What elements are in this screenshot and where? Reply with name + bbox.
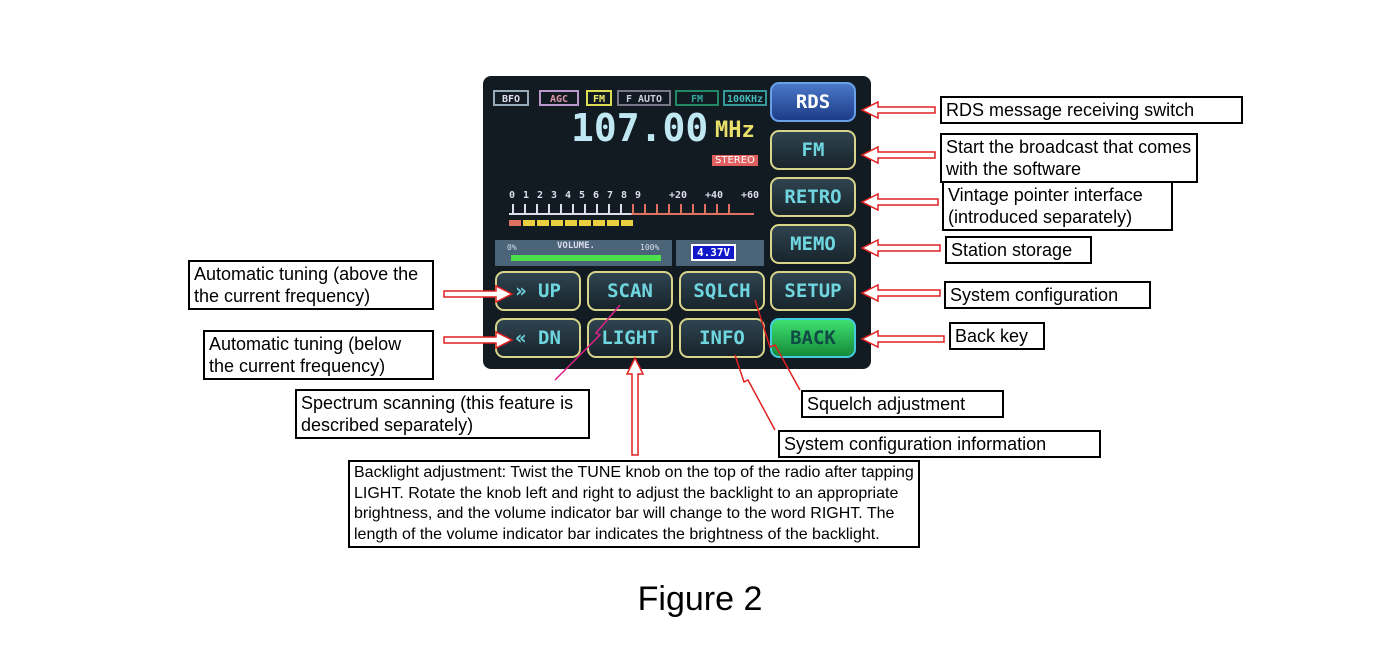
volume-panel: 0% VOLUME. 100% [495, 240, 672, 266]
signal-segment [593, 220, 605, 226]
arrow-rds [860, 100, 936, 120]
scale-tick [536, 204, 538, 214]
scale-label: 7 [607, 190, 614, 201]
signal-segment [579, 220, 591, 226]
scale-label: 0 [509, 190, 516, 201]
scale-tick [560, 204, 562, 214]
memo-button[interactable]: MEMO [770, 224, 856, 264]
scale-label: 4 [565, 190, 572, 201]
scale-label: 5 [579, 190, 586, 201]
step-indicator: 100KHz [723, 90, 767, 106]
annotation-retro: Vintage pointer interface (introduced se… [942, 181, 1173, 231]
annotation-back: Back key [949, 322, 1045, 350]
annotation-sqlch: Squelch adjustment [801, 390, 1004, 418]
annotation-up: Automatic tuning (above the the current … [188, 260, 434, 310]
scale-label: 8 [621, 190, 628, 201]
scale-tick [680, 204, 682, 214]
scale-label: 6 [593, 190, 600, 201]
figure-caption: Figure 2 [637, 580, 763, 618]
dn-button[interactable]: « DN [495, 318, 581, 358]
scale-label: 1 [523, 190, 530, 201]
scale-label: 9 [635, 190, 642, 201]
scale-tick [716, 204, 718, 214]
annotation-dn: Automatic tuning (below the current freq… [203, 330, 434, 380]
scale-baseline [509, 213, 754, 215]
scale-tick [668, 204, 670, 214]
light-button[interactable]: LIGHT [587, 318, 673, 358]
retro-button[interactable]: RETRO [770, 177, 856, 217]
scale-tick [692, 204, 694, 214]
scale-tick [548, 204, 550, 214]
signal-segment [565, 220, 577, 226]
signal-segment [607, 220, 619, 226]
radio-screen: BFO AGC FM F AUTO FM 100KHz 107.00 MHz S… [483, 76, 871, 369]
agc-indicator: AGC [539, 90, 579, 106]
sqlch-button[interactable]: SQLCH [679, 271, 765, 311]
scale-label: +20 [669, 190, 688, 201]
arrow-fm [860, 145, 936, 165]
frequency-display: 107.00 [571, 106, 709, 150]
volume-max: 100% [640, 243, 660, 252]
scale-tick [644, 204, 646, 214]
scale-label: 2 [537, 190, 544, 201]
volume-bar[interactable] [511, 255, 661, 261]
scale-label: +40 [705, 190, 724, 201]
frequency-unit: MHz [715, 118, 755, 143]
up-button[interactable]: » UP [495, 271, 581, 311]
signal-segment [621, 220, 633, 226]
scale-tick [524, 204, 526, 214]
bfo-indicator: BFO [493, 90, 529, 106]
scale-tick [632, 204, 634, 214]
annotation-fm: Start the broadcast that comes with the … [940, 133, 1198, 183]
annotation-info: System configuration information [778, 430, 1101, 458]
chevrons-left-icon: « [515, 327, 538, 349]
rds-button[interactable]: RDS [770, 82, 856, 122]
battery-voltage: 4.37V [691, 244, 737, 261]
scale-tick [704, 204, 706, 214]
scale-tick [596, 204, 598, 214]
scan-button[interactable]: SCAN [587, 271, 673, 311]
arrow-light [625, 356, 645, 456]
annotation-memo: Station storage [945, 236, 1092, 264]
back-button[interactable]: BACK [770, 318, 856, 358]
scale-label: +60 [741, 190, 760, 201]
annotation-light: Backlight adjustment: Twist the TUNE kno… [348, 460, 920, 548]
scale-tick [728, 204, 730, 214]
scale-tick [512, 204, 514, 214]
volume-bar-fill [511, 255, 661, 261]
volume-label: VOLUME. [557, 241, 595, 251]
chevrons-right-icon: » [515, 280, 538, 302]
arrow-setup [860, 283, 941, 303]
scale-tick [584, 204, 586, 214]
annotation-scan: Spectrum scanning (this feature is descr… [295, 389, 590, 439]
signal-segment [551, 220, 563, 226]
arrow-back [860, 329, 945, 349]
annotation-setup: System configuration [944, 281, 1151, 309]
signal-segment [523, 220, 535, 226]
arrow-memo [860, 238, 941, 258]
arrow-retro [860, 192, 939, 212]
info-button[interactable]: INFO [679, 318, 765, 358]
signal-segment [509, 220, 521, 226]
fauto-indicator: F AUTO [617, 90, 671, 106]
signal-segment [537, 220, 549, 226]
scale-tick [572, 204, 574, 214]
scale-tick [620, 204, 622, 214]
stereo-badge: STEREO [712, 155, 758, 166]
fm-button[interactable]: FM [770, 130, 856, 170]
dn-label: DN [538, 327, 561, 349]
scale-label: 3 [551, 190, 558, 201]
setup-button[interactable]: SETUP [770, 271, 856, 311]
scale-tick [656, 204, 658, 214]
up-label: UP [538, 280, 561, 302]
fm-indicator: FM [586, 90, 612, 106]
annotation-rds: RDS message receiving switch [940, 96, 1243, 124]
scale-tick [608, 204, 610, 214]
volume-min: 0% [507, 243, 517, 252]
battery-panel: 4.37V [676, 240, 764, 266]
mode-indicator: FM [675, 90, 719, 106]
